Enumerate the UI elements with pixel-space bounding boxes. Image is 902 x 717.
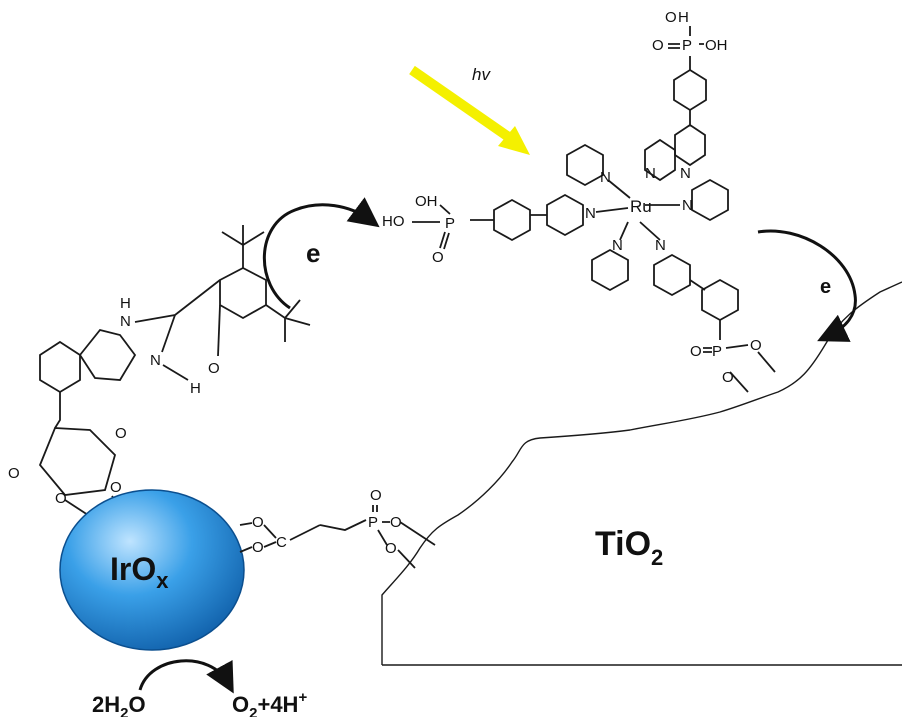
svg-text:C: C [276,534,287,551]
svg-text:N: N [682,197,693,214]
benzimidazole-phenol: H O H N N O O O O [8,225,311,521]
tio2-surface-outline [381,281,902,665]
svg-text:H: H [120,295,131,312]
svg-text:O: O [390,514,402,531]
irox-sphere [59,489,245,651]
svg-text:P: P [712,343,722,360]
svg-text:O: O [722,369,734,386]
svg-text:N: N [680,165,691,182]
svg-text:O: O [55,490,67,507]
ru-atom: Ru [630,197,652,216]
svg-text:N: N [612,237,623,254]
phosphonate-linker: O O C P O O O [239,487,436,569]
svg-text:O: O [115,425,127,442]
svg-text:H: H [190,380,201,397]
electron-arrow-right [757,229,857,342]
svg-text:O: O [690,343,702,360]
svg-text:N: N [120,313,131,330]
svg-text:O: O [652,37,664,54]
svg-text:O: O [370,487,382,504]
tio2-label: TiO2 [595,525,663,570]
svg-text:O: O [208,360,220,377]
light-arrow [409,65,530,155]
svg-text:N: N [150,352,161,369]
svg-text:O: O [665,9,677,26]
svg-text:P: P [682,37,692,54]
svg-text:O: O [252,514,264,531]
svg-text:O: O [750,337,762,354]
svg-text:N: N [655,237,666,254]
irox-label: IrOx [110,551,169,593]
product-label: O2+4H+ [232,689,307,717]
svg-text:HO: HO [382,213,405,230]
electron-arrow-left [262,197,380,310]
svg-text:O: O [385,540,397,557]
hv-label: hv [472,65,491,84]
water-oxidation-arrow [138,659,234,694]
electron-label-left: e [306,238,320,268]
svg-text:O: O [252,539,264,556]
water-label: 2H2O [92,692,146,717]
svg-text:O: O [8,465,20,482]
svg-text:H: H [678,9,689,26]
svg-text:P: P [445,215,455,232]
svg-text:P: P [368,514,378,531]
svg-text:N: N [600,169,611,186]
ru-complex: Ru O H O P OH N N N N N P OH HO O [382,9,776,393]
svg-text:OH: OH [415,193,438,210]
svg-text:OH: OH [705,37,728,54]
svg-text:O: O [432,249,444,266]
svg-text:N: N [585,205,596,222]
electron-label-right: e [820,276,831,298]
svg-text:O: O [110,479,122,496]
